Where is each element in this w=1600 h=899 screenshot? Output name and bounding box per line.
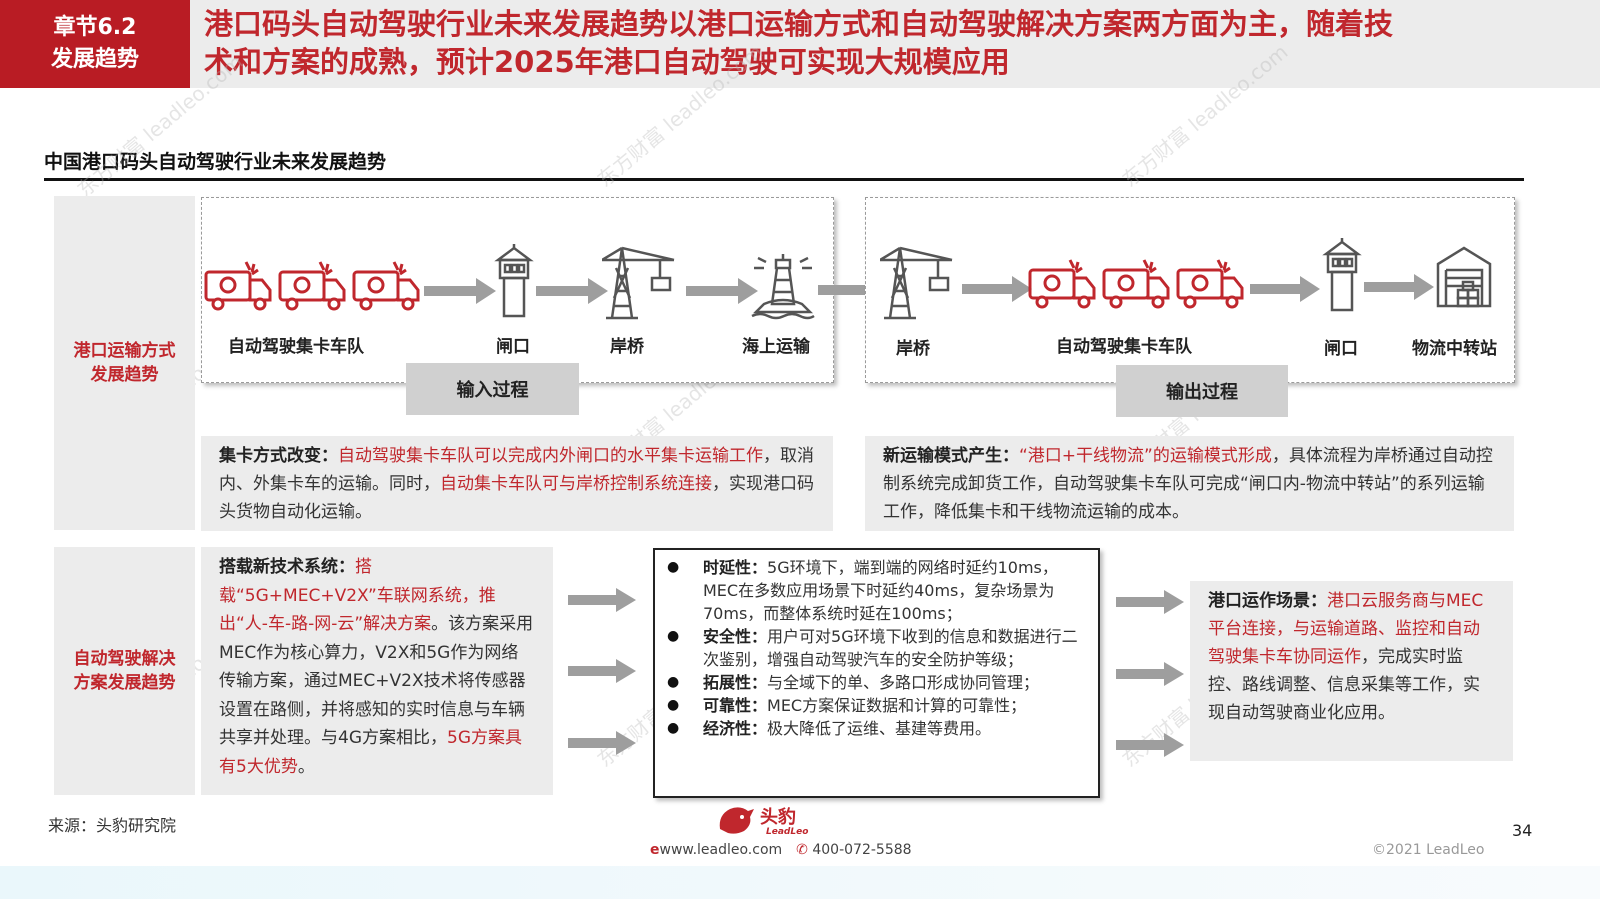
warehouse-icon: [1436, 246, 1492, 308]
node-truck-fleet: 自动驾驶集卡车队: [1056, 337, 1192, 357]
flow-arrow-icon: [1116, 733, 1184, 757]
leopard-logo-icon: [719, 807, 754, 834]
flow-arrow-icon: [962, 276, 1032, 302]
section-heading: 中国港口码头自动驾驶行业未来发展趋势: [44, 151, 387, 173]
node-logistics-hub: 物流中转站: [1412, 339, 1497, 359]
advantage-item: 可靠性：MEC方案保证数据和计算的可靠性；: [667, 694, 1088, 717]
node-quay-crane: 岸桥: [896, 339, 930, 359]
tech-system-description: 搭载新技术系统：搭载“5G+MEC+V2X”车联网系统，推出“人-车-路-网-云…: [201, 547, 553, 795]
quay-crane-icon: [880, 246, 953, 320]
truck-fleet-icon: [204, 261, 420, 311]
node-quay-crane: 岸桥: [610, 337, 644, 357]
input-process-tag: 输入过程: [406, 363, 579, 415]
chapter-name: 发展趋势: [50, 47, 139, 72]
phone-icon: ✆: [796, 842, 808, 858]
quay-crane-icon: [602, 246, 675, 320]
chapter-badge: 章节6.2 发展趋势: [0, 0, 190, 88]
transport-change-description: 集卡方式改变：自动驾驶集卡车队可以完成内外闸口的水平集卡运输工作，取消内、外集卡…: [201, 436, 833, 531]
flow-arrow-icon: [424, 278, 496, 304]
advantage-item: 时延性：5G环境下，端到端的网络时延约10ms，MEC在多数应用场景下时延约40…: [667, 556, 1088, 625]
flow-arrow-icon: [1364, 274, 1434, 300]
page-title-line1: 港口码头自动驾驶行业未来发展趋势以港口运输方式和自动驾驶解决方案两方面为主，随着…: [204, 7, 1394, 41]
flow-arrow-icon: [568, 588, 636, 612]
page-title-line2: 术和方案的成熟，预计2025年港口自动驾驶可实现大规模应用: [204, 45, 1010, 79]
flow-arrow-icon: [1250, 276, 1320, 302]
footer-band: [0, 866, 1600, 899]
copyright: ©2021 LeadLeo: [1372, 842, 1485, 858]
port-scenario-description: 港口运作场景：港口云服务商与MEC平台连接，与运输道路、监控和自动驾驶集卡车协同…: [1190, 581, 1513, 761]
node-gate: 闸口: [1324, 339, 1358, 359]
truck-fleet-icon: [1028, 259, 1244, 309]
source-note: 来源：头豹研究院: [48, 816, 177, 835]
flow-arrow-icon: [536, 278, 608, 304]
website-link[interactable]: ewww.leadleo.com: [650, 842, 783, 858]
output-process-tag: 输出过程: [1116, 365, 1288, 417]
chapter-number: 章节6.2: [53, 15, 137, 40]
input-process-box: 自动驾驶集卡车队 闸口 岸桥 海上运输: [201, 197, 834, 383]
advantage-item: 安全性：用户可对5G环境下收到的信息和数据进行二次鉴别，增强自动驾驶汽车的安全防…: [667, 625, 1088, 671]
row-label-solution: 自动驾驶解决 方案发展趋势: [54, 547, 195, 795]
gate-tower-icon: [1322, 238, 1362, 312]
5g-advantages-box: 时延性：5G环境下，端到端的网络时延约10ms，MEC在多数应用场景下时延约40…: [653, 548, 1100, 798]
node-truck-fleet: 自动驾驶集卡车队: [228, 337, 364, 357]
gate-tower-icon: [494, 244, 534, 318]
node-gate: 闸口: [496, 337, 530, 357]
new-mode-description: 新运输模式产生：“港口+干线物流”的运输模式形成，具体流程为岸桥通过自动控制系统…: [865, 436, 1514, 531]
page-number: 34: [1512, 821, 1533, 840]
page-title: 港口码头自动驾驶行业未来发展趋势以港口运输方式和自动驾驶解决方案两方面为主，随着…: [190, 0, 1600, 88]
flow-arrow-icon: [1116, 662, 1184, 686]
flow-arrow-icon: [568, 731, 636, 755]
output-process-box: 岸桥 自动驾驶集卡车队 闸口 物流中转站: [865, 197, 1515, 383]
flow-arrow-icon: [1116, 590, 1184, 614]
advantage-item: 经济性：极大降低了运维、基建等费用。: [667, 717, 1088, 740]
contact-bar: ewww.leadleo.com ✆ 400-072-5588: [650, 842, 912, 858]
flow-arrow-icon: [568, 659, 636, 683]
row-label-transport: 港口运输方式 发展趋势: [54, 196, 195, 530]
lighthouse-icon: [751, 254, 815, 320]
phone-number: ✆ 400-072-5588: [796, 842, 912, 858]
heading-divider: [44, 178, 1524, 181]
globe-icon: e: [650, 842, 660, 858]
flow-arrow-icon: [686, 278, 758, 304]
node-sea-transport: 海上运输: [742, 337, 810, 357]
leadleo-logo: 头豹 LeadLeo: [716, 803, 836, 839]
advantage-item: 拓展性：与全域下的单、多路口形成协同管理；: [667, 671, 1088, 694]
